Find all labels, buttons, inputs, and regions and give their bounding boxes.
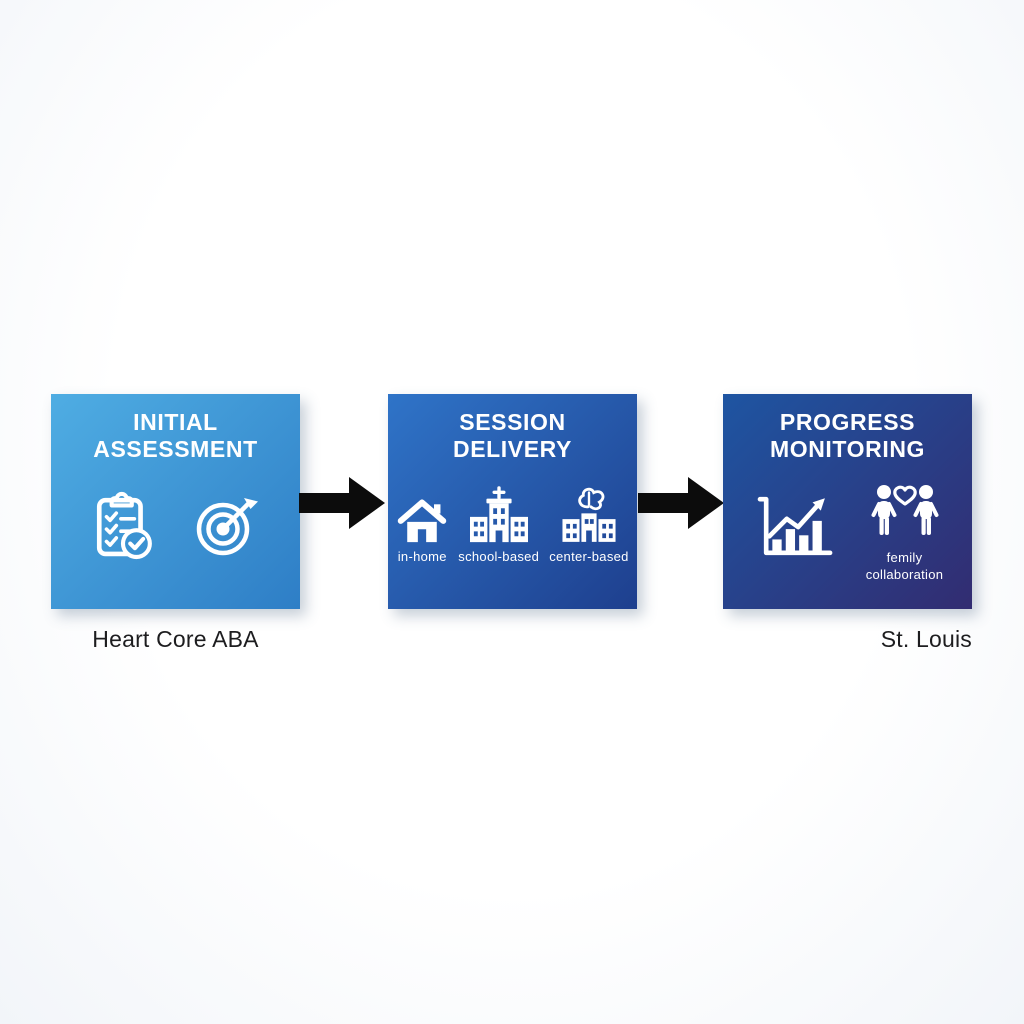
stage-title: PROGRESS MONITORING — [769, 409, 926, 463]
school-icon: school-based — [458, 485, 539, 565]
icon-label: school-based — [458, 549, 540, 564]
center-icon: center-based — [549, 485, 628, 565]
target-icon — [193, 491, 261, 559]
caption-heart-core-aba: Heart Core ABA — [92, 626, 259, 652]
stage-title: INITIAL ASSESSMENT — [93, 409, 258, 463]
clipboard-checklist-icon — [91, 489, 155, 561]
stage-progress-monitoring: PROGRESS MONITORING — [723, 394, 972, 609]
icon-row: femily collaboration — [752, 483, 944, 583]
flow-arrow — [638, 477, 724, 529]
icon-label: center-based — [549, 549, 629, 564]
icon-row: in-home school-based — [396, 485, 628, 565]
icon-row — [91, 489, 261, 561]
stage-initial-assessment: INITIAL ASSESSMENT — [51, 394, 300, 609]
growth-chart-icon — [752, 491, 836, 559]
flow-arrow — [299, 477, 385, 529]
house-icon: in-home — [396, 485, 448, 565]
stage-session-delivery: SESSION DELIVERY in-home school-ba — [388, 394, 637, 609]
icon-label: femily collaboration — [865, 550, 944, 582]
caption-st-louis: St. Louis — [880, 626, 972, 652]
stage-title: SESSION DELIVERY — [453, 409, 572, 463]
icon-label: in-home — [397, 549, 447, 564]
family-collaboration-icon: femily collaboration — [866, 483, 944, 583]
